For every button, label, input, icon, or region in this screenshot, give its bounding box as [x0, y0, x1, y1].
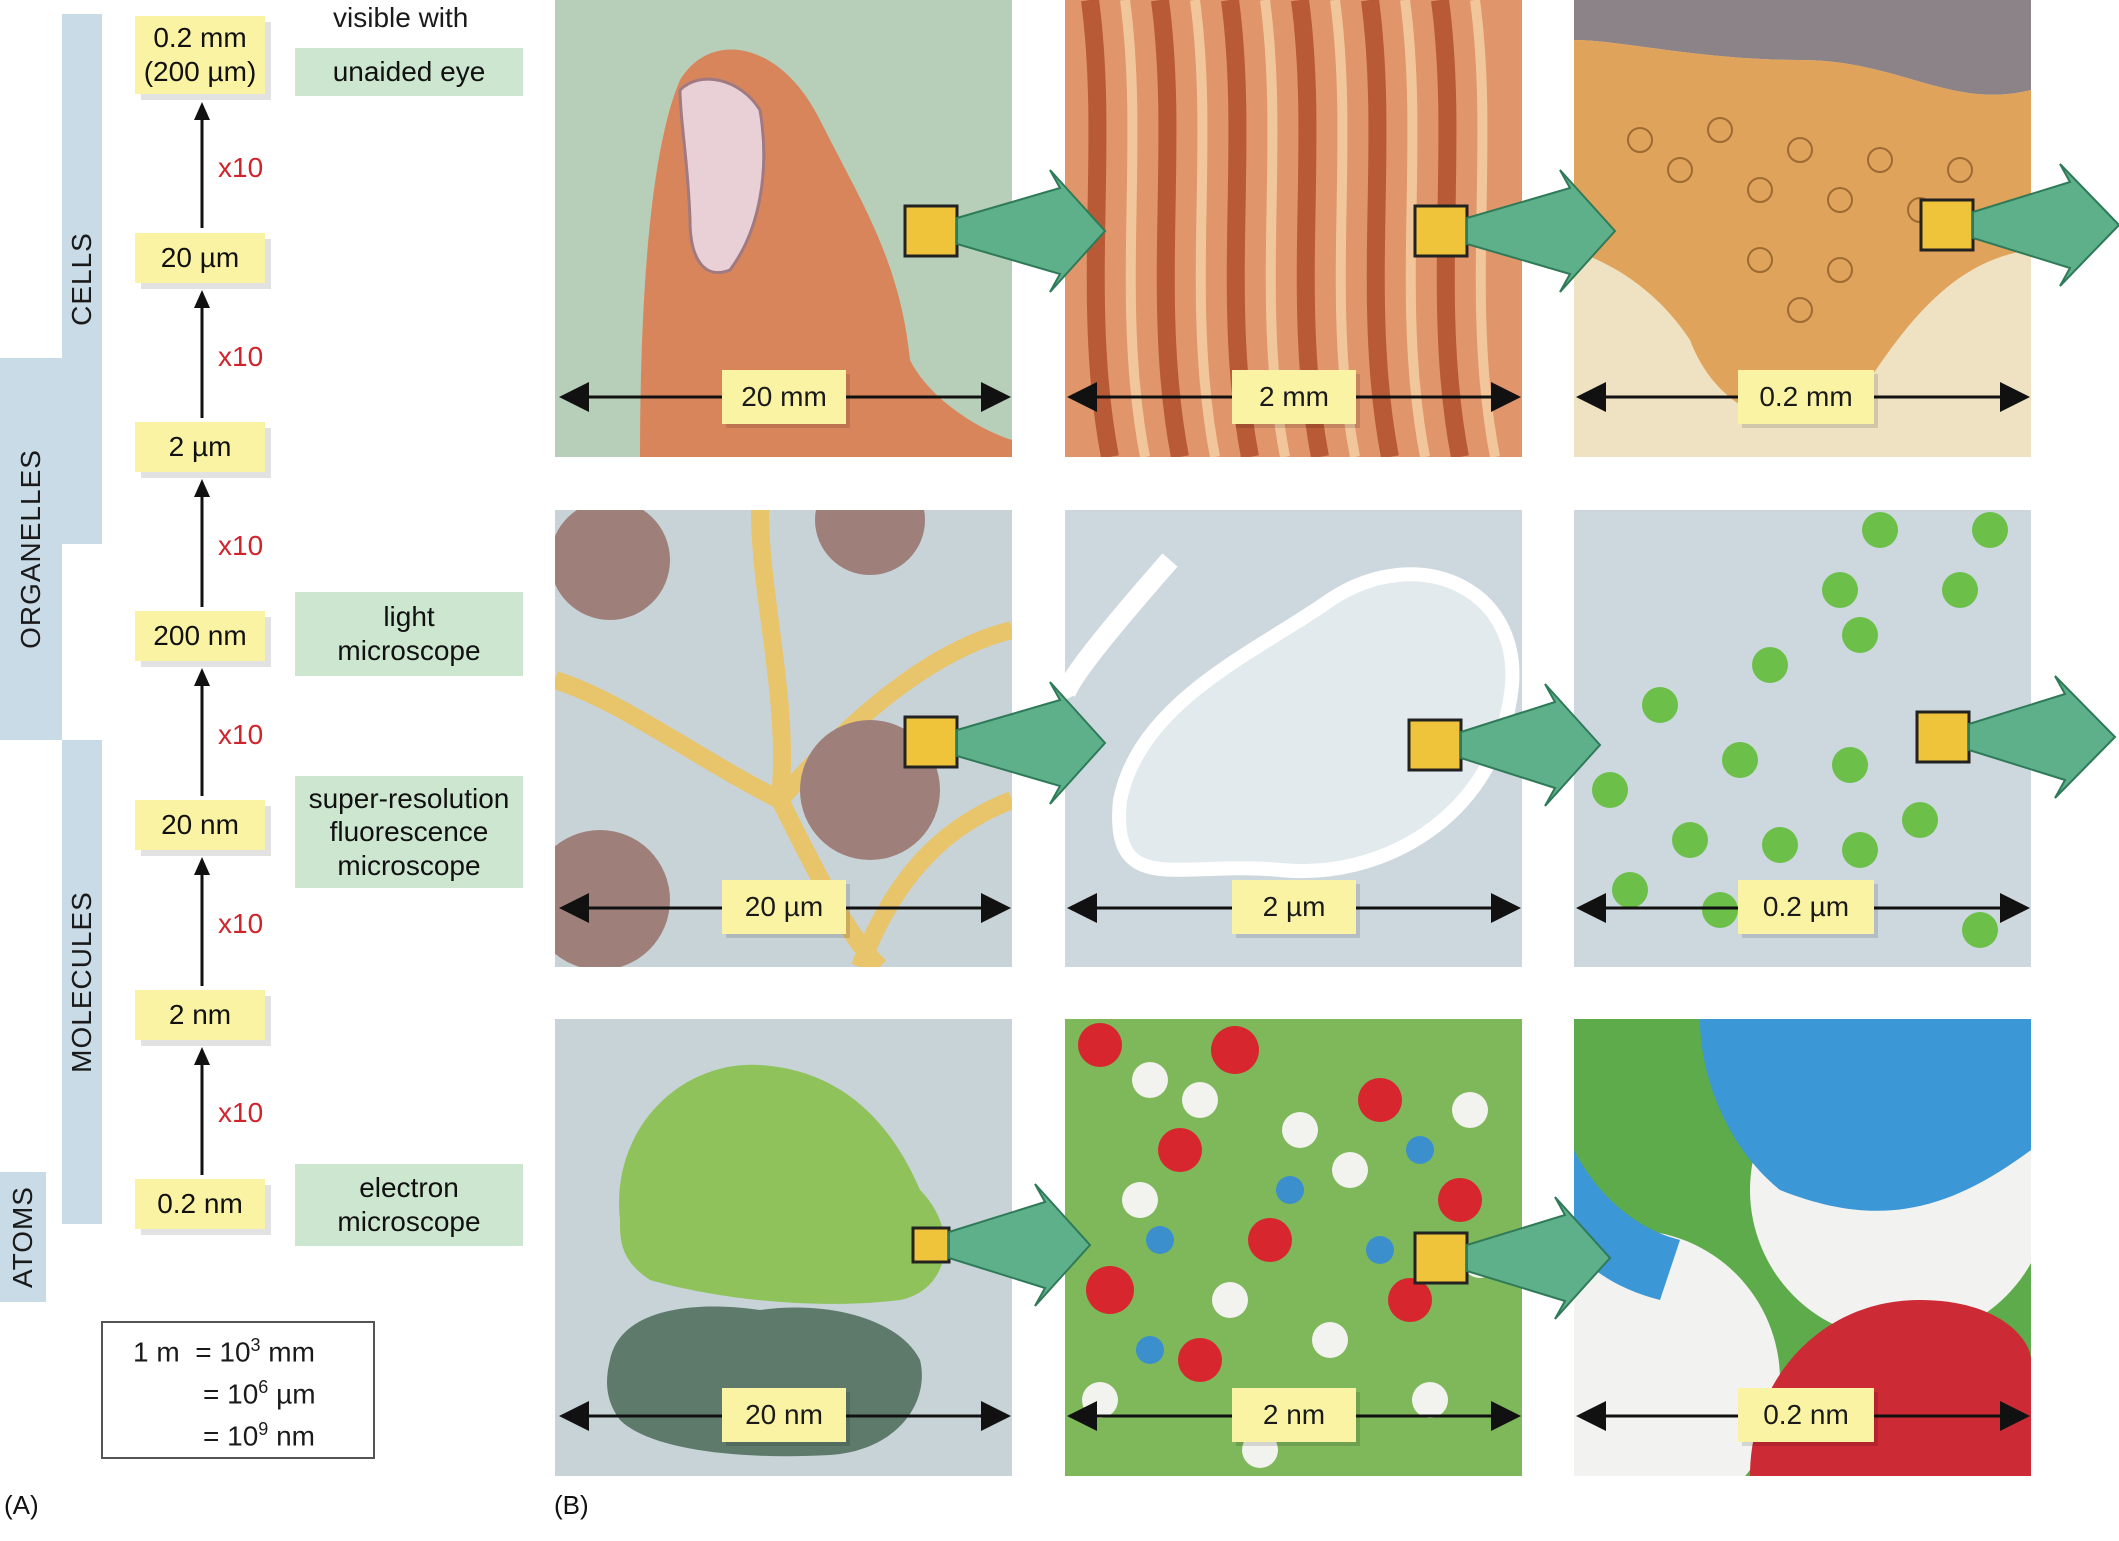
scale-box-200um: 0.2 mm (200 µm)	[135, 16, 265, 94]
zoom-arrows	[948, 163, 2119, 1320]
panel-scale-label: 0.2 nm	[1738, 1388, 1874, 1442]
conversion-prefix: = 10	[203, 1420, 259, 1452]
scale-box-2um: 2 µm	[135, 422, 265, 472]
instrument-label: super-resolution	[308, 782, 510, 814]
instrument-label: microscope	[337, 635, 481, 666]
instrument-label: unaided eye	[332, 56, 486, 88]
panel-letter-a: (A)	[4, 1490, 39, 1520]
scale-box-text: 0.2 nm	[157, 1188, 243, 1220]
scale-box-20nm: 20 nm	[135, 800, 265, 850]
scale-box-0-2nm: 0.2 nm	[135, 1179, 265, 1229]
visibility-header: visible with	[333, 2, 469, 33]
conversion-prefix: 1 m = 10	[133, 1336, 251, 1368]
scale-box-200nm: 200 nm	[135, 611, 265, 661]
instrument-label: microscope	[337, 1206, 481, 1237]
scale-box-text: 2 nm	[168, 999, 232, 1031]
conversion-line-um: = 106 µm	[203, 1377, 316, 1410]
panel-scale-label: 0.2 µm	[1738, 880, 1874, 934]
scale-box-text: 2 µm	[168, 431, 232, 463]
scale-up-arrows	[194, 102, 210, 1175]
scale-box-text: 200 nm	[153, 620, 247, 652]
instrument-label: electron	[359, 1172, 459, 1204]
scale-box-line: 0.2 mm	[153, 22, 247, 54]
conversion-unit: nm	[268, 1420, 315, 1452]
panel-scale-label: 2 nm	[1232, 1388, 1356, 1442]
multiplier-label: x10	[218, 1097, 264, 1128]
conversion-line-mm: 1 m = 103 mm	[133, 1335, 315, 1368]
instrument-label: light	[383, 601, 435, 633]
panel-mitochondrion	[1065, 510, 1522, 967]
panel-scale-label: 2 mm	[1232, 370, 1356, 424]
panel-scale-label: 0.2 mm	[1738, 370, 1874, 424]
instrument-label: fluorescence	[329, 816, 489, 848]
panel-scale-label: 20 nm	[722, 1388, 846, 1442]
category-bar-organelles: ORGANELLES	[0, 358, 62, 740]
scale-box-text: 20 µm	[160, 242, 240, 274]
conversion-line-nm: = 109 nm	[203, 1419, 315, 1452]
panel-letter-b: (B)	[554, 1490, 589, 1520]
scale-box-line: (200 µm)	[143, 56, 257, 87]
instrument-electron-microscope: electron microscope	[295, 1164, 523, 1246]
conversion-unit: mm	[260, 1336, 315, 1368]
conversion-unit: µm	[268, 1378, 316, 1410]
unit-conversion-box: 1 m = 103 mm = 106 µm = 109 nm	[101, 1321, 375, 1459]
conversion-prefix: = 10	[203, 1378, 259, 1410]
panel-scale-label: 20 µm	[722, 880, 846, 934]
scale-box-text: 20 nm	[161, 809, 239, 841]
category-bar-atoms: ATOMS	[0, 1172, 46, 1302]
category-bar-molecules: MOLECULES	[62, 740, 102, 1224]
panel-scale-label: 20 mm	[722, 370, 846, 424]
panel-scale-label: 2 µm	[1232, 880, 1356, 934]
multiplier-label: x10	[218, 908, 264, 939]
conversion-exponent: 3	[250, 1335, 261, 1355]
category-bar-cells: CELLS	[62, 14, 102, 544]
multiplier-label: x10	[218, 719, 264, 750]
multiplier-label: x10	[218, 152, 264, 183]
instrument-unaided-eye: unaided eye	[295, 48, 523, 96]
multiplier-label: x10	[218, 341, 264, 372]
scale-box-20um: 20 µm	[135, 233, 265, 283]
instrument-super-resolution: super-resolution fluorescence microscope	[295, 776, 523, 888]
conversion-exponent: 6	[258, 1377, 269, 1397]
scale-box-2nm: 2 nm	[135, 990, 265, 1040]
instrument-light-microscope: light microscope	[295, 592, 523, 676]
multiplier-label: x10	[218, 530, 264, 561]
instrument-label: microscope	[337, 849, 481, 881]
conversion-exponent: 9	[258, 1419, 269, 1439]
